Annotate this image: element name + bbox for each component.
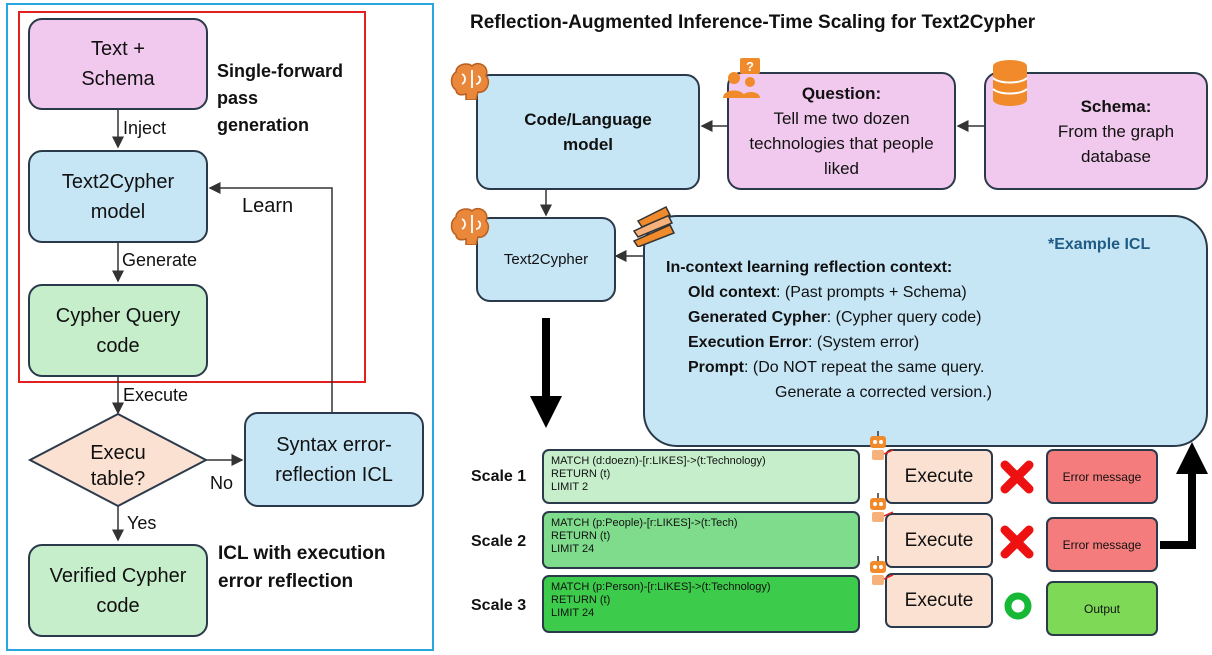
scale-1-result: Error message	[1046, 449, 1158, 504]
robot-icon	[870, 556, 894, 585]
check-circle-icon	[1004, 592, 1032, 620]
icl-title: In-context learning reflection context:	[666, 259, 953, 276]
cross-icon	[1000, 460, 1034, 494]
robot-icon	[870, 493, 894, 522]
generate-label: Generate	[122, 250, 198, 270]
text2cypher-model-text: Text2Cypher model	[61, 170, 175, 223]
brain-icon	[450, 207, 490, 245]
executable-text: Execu table?	[90, 442, 146, 490]
brain-icon	[450, 62, 490, 100]
icl-execution-error: Execution Error: (System error)	[688, 334, 920, 351]
syntax-error-box: Syntax error-reflection ICL	[244, 412, 424, 507]
question-box: Question: Tell me two dozen technologies…	[727, 72, 956, 190]
text-schema-text: Text + Schema	[81, 38, 155, 90]
scale-3-execute: Execute	[885, 573, 993, 628]
example-icl-label: *Example ICL	[1048, 236, 1151, 253]
diagram-title: Reflection-Augmented Inference-Time Scal…	[470, 12, 1036, 33]
scale-3-code: MATCH (p:Person)-[r:LIKES]->(t:Technolog…	[542, 575, 860, 633]
executable-diamond	[27, 412, 209, 508]
question-people-icon: ?	[723, 58, 760, 98]
code-language-model-box: Code/Language model	[476, 74, 700, 190]
execute-label: Execute	[123, 385, 189, 405]
verified-cypher-text: Verified Cypher code	[49, 564, 187, 617]
inject-label: Inject	[123, 118, 167, 138]
icl-prompt: Prompt: (Do NOT repeat the same query.	[688, 359, 985, 376]
svg-text:?: ?	[746, 59, 754, 74]
syntax-error-text: Syntax error-reflection ICL	[275, 433, 393, 486]
icl-prompt-cont: Generate a corrected version.)	[775, 384, 992, 401]
learn-label: Learn	[242, 195, 294, 217]
cypher-query-text: Cypher Query code	[55, 304, 181, 357]
question-text: Tell me two dozen technologies that peop…	[749, 109, 934, 178]
scale-2-execute: Execute	[885, 513, 993, 568]
no-label: No	[210, 473, 234, 493]
schema-label: Schema	[1080, 96, 1146, 116]
text2cypher-text: Text2Cypher	[503, 251, 589, 268]
schema-text: From the graph database	[1057, 121, 1175, 166]
scale-1-label: Scale 1	[471, 468, 527, 485]
left-panel-border	[6, 3, 434, 651]
text2cypher-box: Text2Cypher	[476, 217, 616, 302]
single-pass-region	[18, 11, 366, 383]
learn-arrow	[208, 182, 333, 412]
single-forward-label: Single-forward pass generation	[217, 61, 344, 135]
scale-1-code: MATCH (d:doezn)-[r:LIKES]->(t:Technology…	[542, 449, 860, 504]
books-icon	[632, 205, 676, 247]
text-schema-box: Text + Schema	[28, 18, 208, 110]
verified-cypher-box: Verified Cypher code	[28, 544, 208, 637]
robot-icon	[870, 431, 894, 460]
icl-old-context: Old context: (Past prompts + Schema)	[688, 284, 967, 301]
scale-2-code: MATCH (p:People)-[r:LIKES]->(t:Tech)RETU…	[542, 511, 860, 569]
icl-generated-cypher: Generated Cypher: (Cypher query code)	[688, 309, 982, 326]
scale-2-label: Scale 2	[471, 533, 527, 550]
database-icon	[992, 60, 1028, 106]
scale-3-label: Scale 3	[471, 597, 527, 614]
scale-2-result: Error message	[1046, 517, 1158, 572]
feedback-arrow	[1160, 442, 1208, 549]
cross-icon	[1000, 525, 1034, 559]
yes-label: Yes	[127, 513, 157, 533]
question-label: Question	[801, 84, 876, 103]
code-language-model-text: Code/Language model	[524, 110, 652, 154]
icl-context-box	[643, 215, 1208, 447]
icl-exec-label: ICL with execution error reflection	[218, 543, 386, 592]
scale-3-result: Output	[1046, 581, 1158, 636]
cypher-query-box: Cypher Query code	[28, 284, 208, 377]
scale-1-execute: Execute	[885, 449, 993, 504]
text2cypher-model-box: Text2Cypher model	[28, 150, 208, 243]
